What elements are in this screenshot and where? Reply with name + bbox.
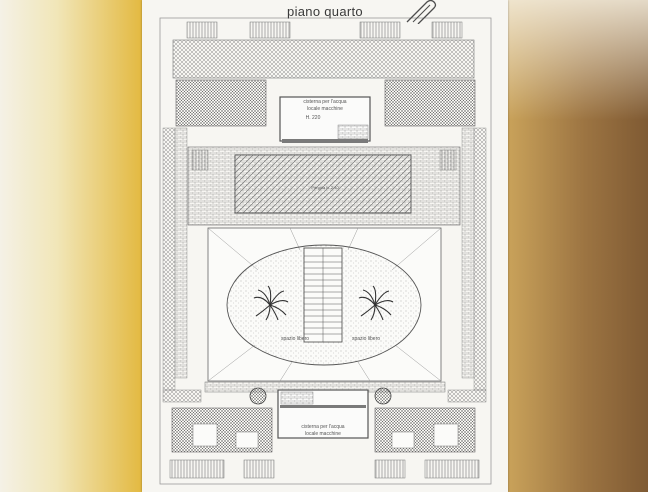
terrace-top-left (175, 79, 267, 127)
plan-border (159, 17, 492, 485)
spazio-libero-right-label: spazio libero (351, 336, 381, 342)
right-walkway (461, 127, 475, 379)
terrace-top-right (384, 79, 476, 127)
plan-title: piano quarto (287, 4, 363, 19)
pergola-label: Pergola h. 2.40 (311, 185, 339, 190)
cistern-bottom-label-1: cisterna per l'acqua (301, 424, 345, 430)
planter-left-icon (249, 387, 267, 405)
palm-icon-left (253, 285, 289, 321)
terrace-bottom-right (374, 407, 476, 453)
background-wall-left (0, 0, 142, 492)
paper-clip-icon (406, 0, 437, 24)
planter-right-icon (374, 387, 392, 405)
pergola (234, 154, 412, 214)
palm-icon-right (358, 285, 394, 321)
cistern-top-label-1: cisterna per l'acqua (303, 99, 347, 105)
left-walkway (174, 127, 188, 379)
cistern-top-label-2: locale macchine (307, 106, 343, 112)
spazio-libero-left-label: spazio libero (280, 336, 310, 342)
top-terrace-hatch (172, 39, 475, 79)
height-label: H. 220 (305, 115, 321, 121)
background-glare (508, 0, 648, 120)
cistern-bottom-label-2: locale macchine (305, 431, 341, 437)
